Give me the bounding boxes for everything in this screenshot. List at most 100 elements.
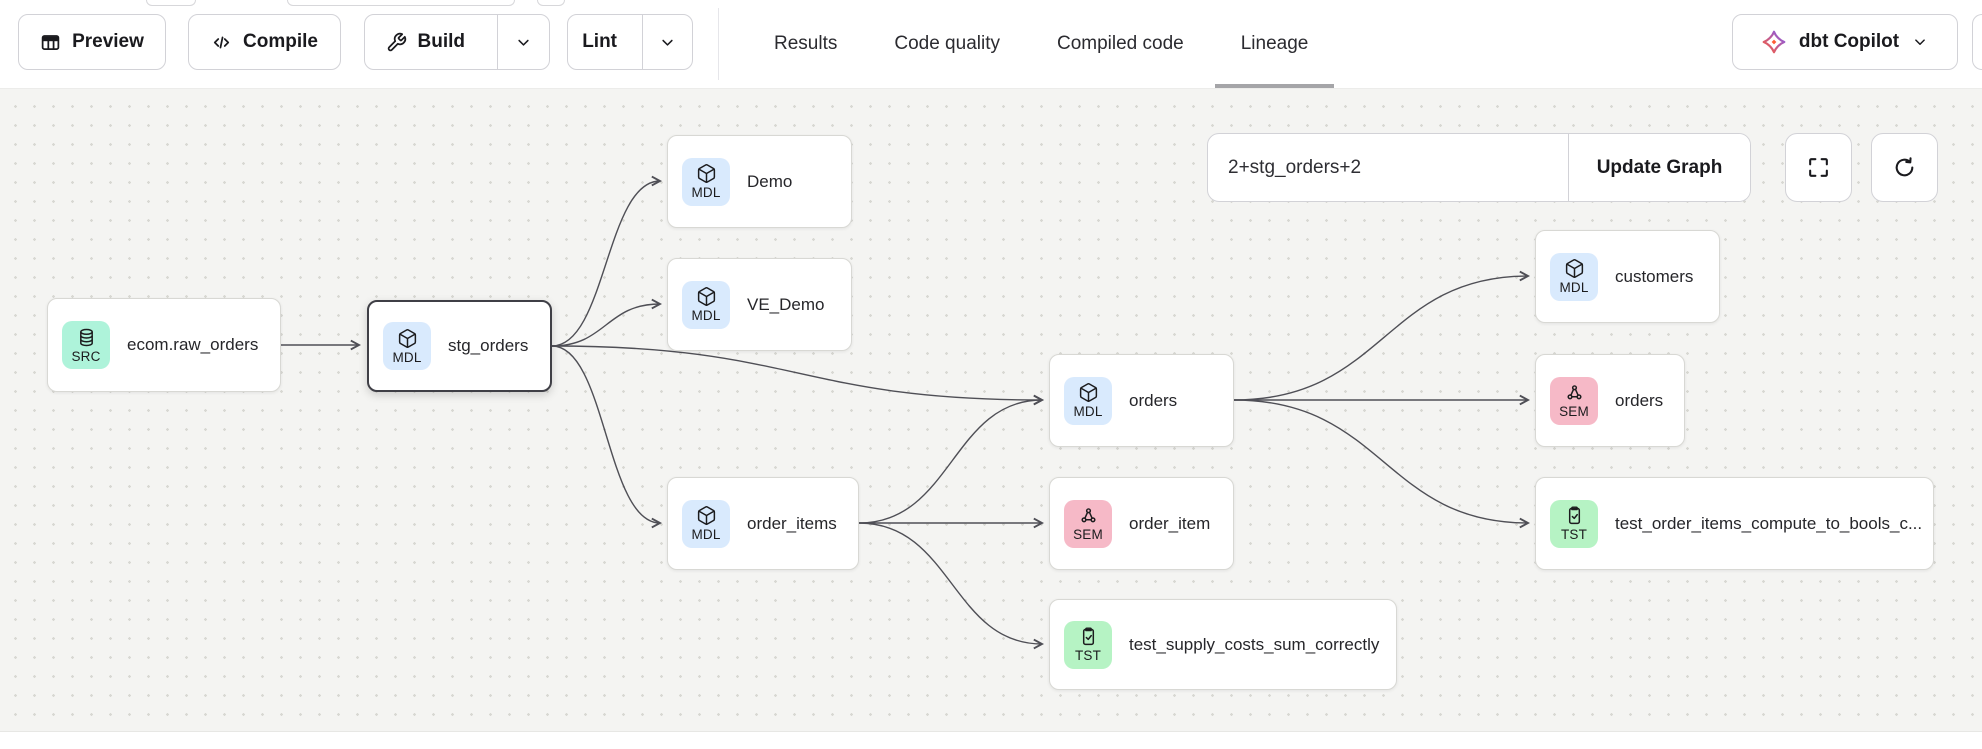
build-button-label: Build [417,31,466,52]
node-label: VE_Demo [747,294,825,314]
clipped-ui-fragment [537,0,565,6]
model-badge: MDL [1064,376,1112,425]
badge-label: SEM [1073,527,1103,543]
tab-results[interactable]: Results [748,0,863,88]
node-order-items[interactable]: MDL order_items [667,477,859,570]
node-label: test_order_items_compute_to_bools_c... [1615,513,1923,533]
lint-button[interactable]: Lint [568,15,631,69]
model-badge: MDL [682,157,730,206]
lineage-edges [281,175,1530,650]
panel-header: Preview Compile Build Lint Resul [0,0,1982,89]
fullscreen-icon [1806,155,1831,180]
node-label: customers [1615,266,1694,286]
code-icon [211,32,232,53]
header-divider [718,8,719,80]
test-badge: TST [1550,499,1598,548]
edge-stg-orders-to-ve-demo [551,298,662,347]
badge-label: TST [1560,527,1588,543]
badge-label: MDL [691,185,721,201]
bottom-strip [0,731,1982,749]
badge-label: TST [1074,648,1102,664]
compile-button-label: Compile [243,31,318,52]
cube-icon [696,505,717,526]
wrench-icon [386,32,407,53]
badge-label: MDL [1559,280,1589,296]
chevron-down-icon [1911,33,1929,51]
node-ve-demo[interactable]: MDL VE_Demo [667,258,852,351]
node-label: order_item [1129,513,1211,533]
build-dropdown-button[interactable] [496,15,549,69]
node-test-supply-costs[interactable]: TST test_supply_costs_sum_correctly [1049,599,1397,690]
fullscreen-button[interactable] [1785,133,1852,202]
cube-icon [1564,258,1585,279]
clipboard-check-icon [1078,626,1099,647]
tab-label: Lineage [1240,33,1309,54]
semantic-graph-icon [1564,382,1585,403]
node-label: stg_orders [448,336,529,355]
node-orders-semantic[interactable]: SEM orders [1535,354,1685,447]
clipped-ui-fragment [146,0,196,6]
semantic-badge: SEM [1550,376,1598,425]
clipped-ui-fragment [1972,14,1982,70]
node-demo[interactable]: MDL Demo [667,135,852,228]
clipped-ui-fragment [287,0,515,6]
lint-dropdown-button[interactable] [642,15,692,69]
tab-label: Compiled code [1056,33,1184,54]
badge-label: SEM [1559,404,1589,420]
node-label: orders [1615,390,1664,410]
update-graph-button[interactable]: Update Graph [1568,134,1750,201]
cube-icon [696,163,717,184]
database-icon [76,327,97,348]
lineage-canvas[interactable]: SRC ecom.raw_orders MDL stg_orders MDL D… [0,88,1982,731]
chevron-down-icon [658,33,677,52]
node-customers[interactable]: MDL customers [1535,230,1720,323]
dbt-copilot-label: dbt Copilot [1798,31,1900,52]
node-test-order-items[interactable]: TST test_order_items_compute_to_bools_c.… [1535,477,1934,570]
cube-icon [397,328,418,349]
tab-lineage[interactable]: Lineage [1214,0,1335,88]
refresh-graph-button[interactable] [1871,133,1938,202]
lineage-selector-input[interactable] [1208,134,1568,201]
node-label: Demo [747,171,793,191]
model-badge: MDL [682,280,730,329]
node-label: orders [1129,390,1178,410]
tab-code-quality[interactable]: Code quality [868,0,1026,88]
model-badge: MDL [682,499,730,548]
cube-icon [1078,382,1099,403]
refresh-icon [1892,155,1917,180]
node-label: order_items [747,513,837,533]
lint-button-label: Lint [582,31,618,52]
preview-button[interactable]: Preview [18,14,166,70]
node-order-item-semantic[interactable]: SEM order_item [1049,477,1234,570]
badge-label: MDL [691,308,721,324]
node-orders-model[interactable]: MDL orders [1049,354,1234,447]
badge-label: MDL [691,527,721,543]
tab-compiled-code[interactable]: Compiled code [1031,0,1210,88]
compile-button[interactable]: Compile [188,14,341,70]
badge-label: MDL [392,349,422,365]
semantic-graph-icon [1078,505,1099,526]
lint-button-group: Lint [567,14,693,70]
tab-label: Code quality [894,33,1000,54]
badge-label: SRC [71,348,101,364]
edge-order-items-to-orders [858,394,1044,524]
build-button[interactable]: Build [365,15,486,69]
lineage-selector-group: Update Graph [1207,133,1751,202]
edge-stg-orders-to-orders [551,345,1044,406]
chevron-down-icon [514,33,533,52]
dbt-copilot-button[interactable]: dbt Copilot [1732,14,1958,70]
tab-label: Results [774,33,838,54]
clipboard-check-icon [1564,505,1585,526]
semantic-badge: SEM [1064,499,1112,548]
node-label: ecom.raw_orders [127,335,259,354]
build-button-group: Build [364,14,550,70]
cube-icon [696,286,717,307]
edge-orders-to-customers [1233,270,1530,401]
test-badge: TST [1064,620,1112,669]
table-icon [40,32,61,53]
badge-label: MDL [1073,404,1103,420]
model-badge: MDL [1550,252,1598,301]
node-stg-orders[interactable]: MDL stg_orders [367,300,552,392]
node-ecom-raw-orders[interactable]: SRC ecom.raw_orders [47,298,281,392]
